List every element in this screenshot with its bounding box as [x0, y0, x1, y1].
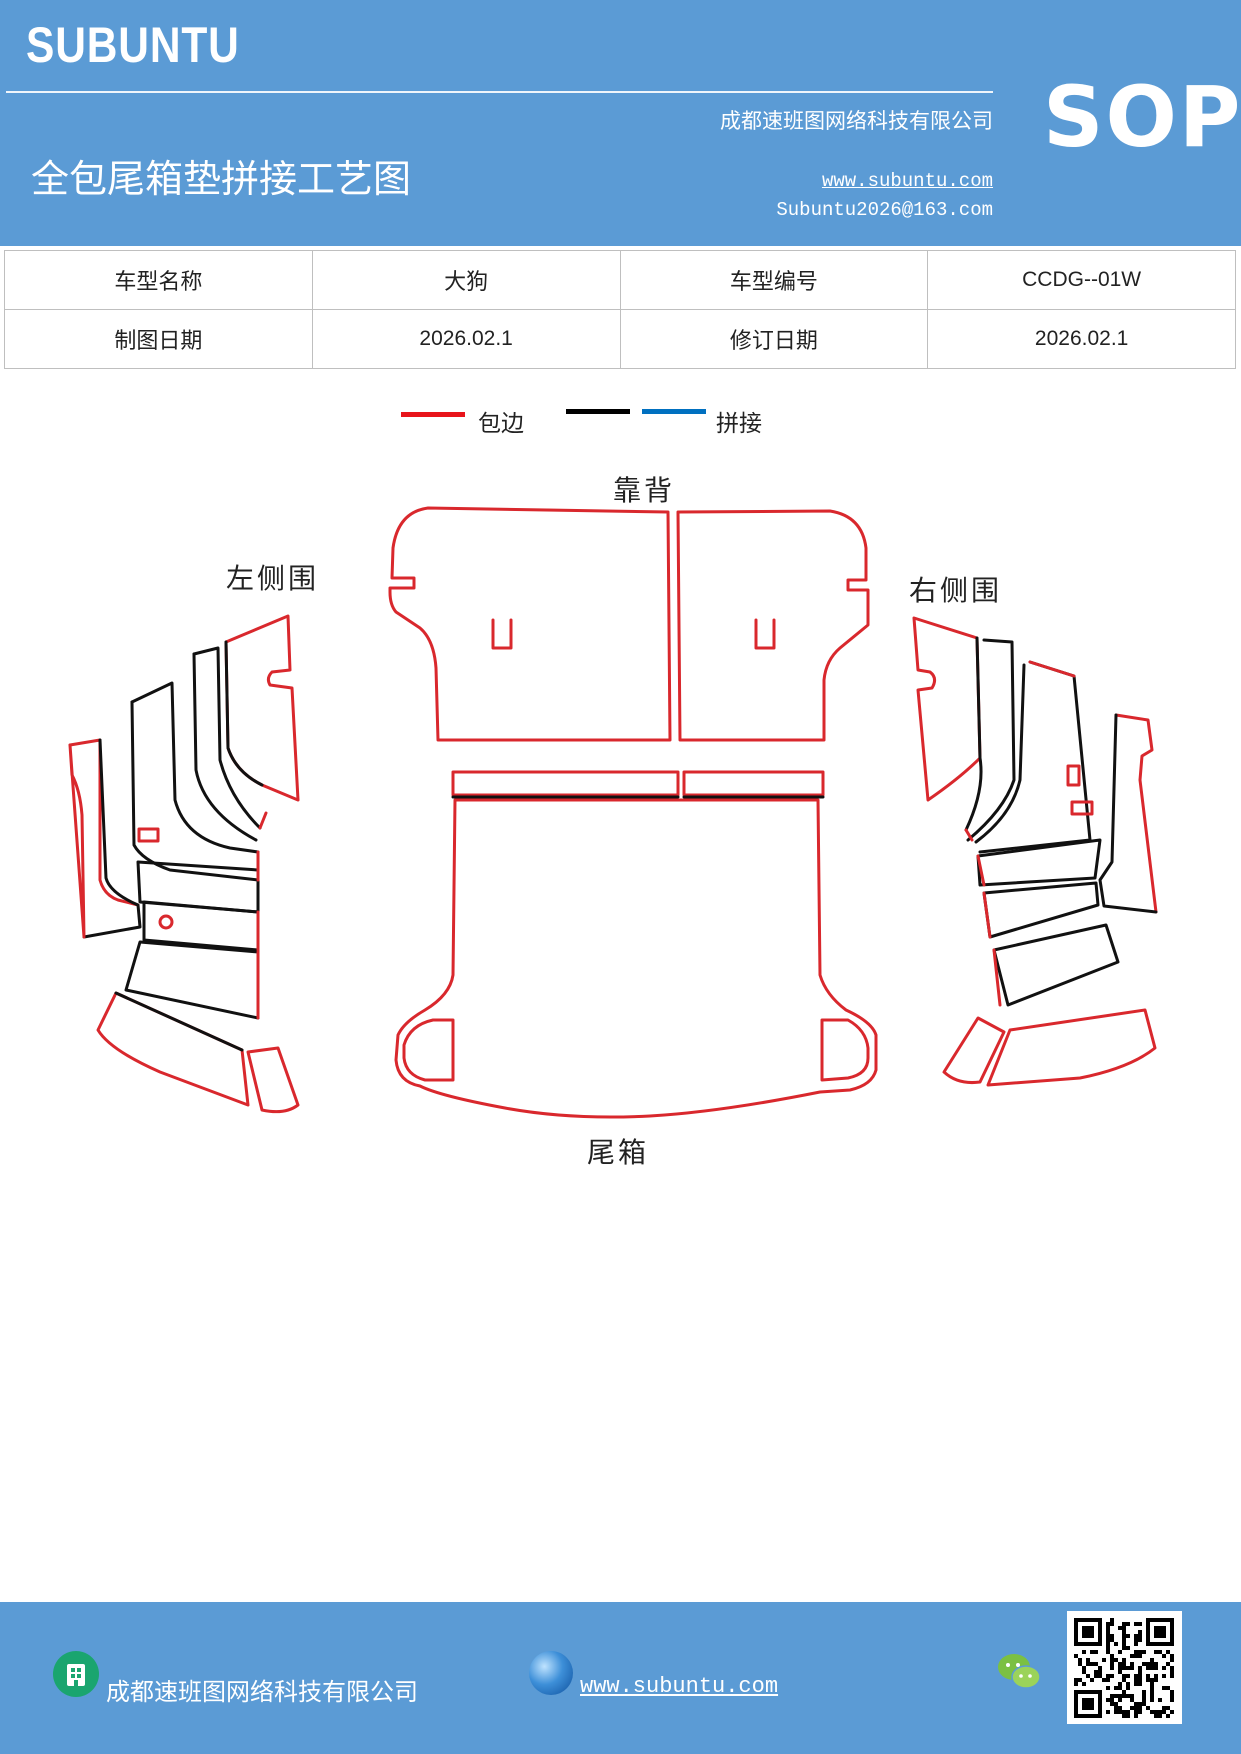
left-small-rect: [137, 827, 160, 843]
right-piece-3: [974, 663, 1026, 844]
right-piece-2b: [966, 638, 1016, 842]
legend-black-line: [566, 409, 630, 414]
backrest-right-slot: [754, 618, 776, 650]
table-row: 制图日期 2026.02.1 修订日期 2026.02.1: [4, 309, 1236, 369]
legend-seam-line: [642, 409, 706, 414]
backrest-left-panel: [388, 506, 672, 742]
value-model-code: CCDG--01W: [927, 250, 1236, 310]
label-left-side: 左侧围: [226, 562, 320, 595]
document-title: 全包尾箱垫拼接工艺图: [31, 157, 412, 201]
wechat-icon[interactable]: [996, 1651, 1042, 1697]
left-piece-8: [96, 991, 250, 1107]
backrest-left-slot: [491, 618, 513, 650]
label-revision-date: 修订日期: [619, 309, 929, 369]
email-address: Subuntu2026@163.com: [776, 199, 993, 221]
legend-edge-line: [401, 412, 465, 417]
label-right-side: 右侧围: [909, 574, 1003, 607]
right-edge-lines: [964, 828, 1002, 1007]
value-draw-date: 2026.02.1: [311, 309, 621, 369]
label-draw-date: 制图日期: [4, 309, 313, 369]
website-link[interactable]: www.subuntu.com: [821, 170, 993, 192]
left-piece-2: [192, 646, 262, 830]
backrest-right-panel: [676, 509, 870, 742]
table-row: 车型名称 大狗 车型编号 CCDG--01W: [4, 250, 1236, 310]
right-piece-4-edge: [1028, 660, 1076, 678]
mat-diagram: [68, 506, 1158, 1119]
label-backrest: 靠背: [613, 474, 676, 507]
legend-seam-label: 拼接: [716, 411, 762, 437]
label-model-code: 车型编号: [619, 250, 929, 310]
info-table: 车型名称 大狗 车型编号 CCDG--01W 制图日期 2026.02.1 修订…: [4, 250, 1236, 369]
left-piece-top: [224, 614, 300, 802]
label-model-name: 车型名称: [4, 250, 313, 310]
legend: 包边 拼接: [0, 400, 1241, 440]
left-piece-3: [130, 681, 260, 854]
left-piece-outer: [68, 738, 140, 907]
right-small-rect-2: [1070, 800, 1094, 816]
right-piece-7: [992, 923, 1120, 1007]
right-piece-6: [982, 881, 1100, 939]
middle-strip-right: [682, 770, 825, 797]
building-icon: [53, 1651, 99, 1697]
right-piece-outer: [1114, 713, 1158, 914]
value-model-name: 大狗: [311, 250, 621, 310]
left-piece-top-seam: [224, 640, 264, 787]
left-piece-3b: [192, 652, 258, 842]
left-piece-4-line: [130, 700, 260, 882]
right-piece-top: [912, 616, 982, 802]
right-piece-outer-seam: [1098, 713, 1158, 914]
middle-strip-left: [451, 770, 680, 797]
value-revision-date: 2026.02.1: [927, 309, 1236, 369]
right-piece-8: [942, 1016, 1006, 1084]
right-piece-9: [986, 1008, 1157, 1087]
right-piece-2: [964, 636, 983, 832]
company-name: 成都速班图网络科技有限公司: [720, 109, 993, 133]
label-trunk: 尾箱: [587, 1136, 650, 1169]
footer-website-link[interactable]: www.subuntu.com: [580, 1674, 779, 1699]
left-piece-2-edge: [258, 811, 268, 830]
trunk-left-pocket: [402, 1018, 455, 1082]
footer-company: 成都速班图网络科技有限公司: [106, 1678, 418, 1706]
brand-logo: SUBUNTU: [26, 17, 240, 73]
header-banner: SUBUNTU 成都速班图网络科技有限公司 全包尾箱垫拼接工艺图 www.sub…: [0, 0, 1241, 246]
right-small-rect-1: [1066, 764, 1081, 787]
qr-code[interactable]: [1067, 1611, 1182, 1724]
left-piece-9: [246, 1046, 300, 1114]
left-piece-outer-seam: [82, 738, 142, 939]
left-small-circle: [158, 914, 174, 930]
left-piece-8-seam: [114, 991, 244, 1052]
trunk-floor: [394, 798, 878, 1119]
sop-badge: SOP: [1043, 68, 1241, 166]
right-piece-5: [976, 838, 1102, 887]
left-piece-outer-edge: [68, 743, 86, 939]
trunk-right-pocket: [820, 1018, 870, 1082]
header-divider: [6, 91, 993, 93]
legend-edge-label: 包边: [478, 411, 524, 437]
globe-icon: [529, 1651, 573, 1695]
